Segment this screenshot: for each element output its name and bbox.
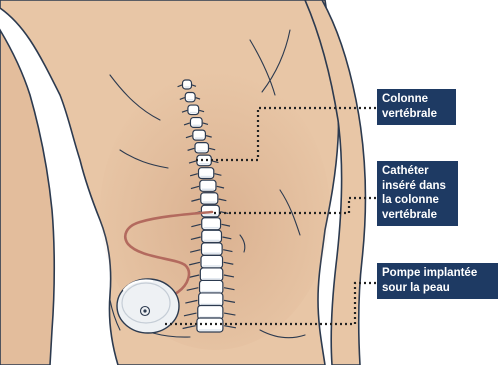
left-arm — [0, 30, 54, 365]
implanted-pump — [117, 279, 179, 333]
pump-label: Pompe implantée sour la peau — [377, 263, 498, 299]
spine-label: Colonne vertébrale — [377, 89, 456, 125]
catheter-label: Cathéter inséré dans la colonne vertébra… — [377, 161, 458, 226]
torso — [0, 0, 365, 365]
